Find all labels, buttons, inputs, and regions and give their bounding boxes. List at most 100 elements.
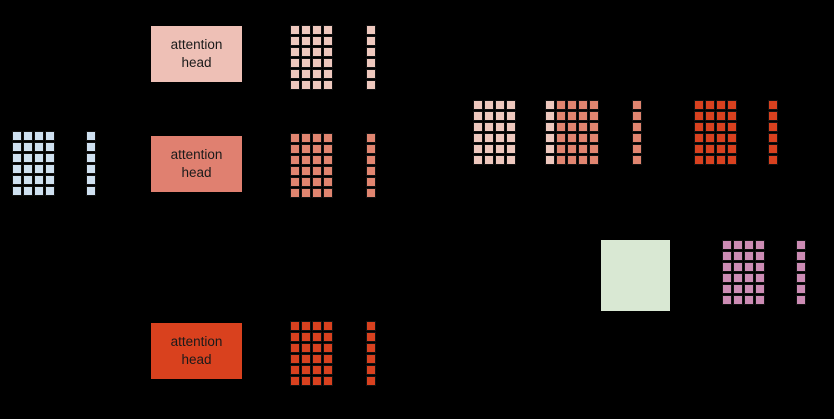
concat-matrix-light — [473, 100, 516, 165]
matrix-cell — [495, 133, 505, 143]
matrix-cell — [290, 36, 300, 46]
matrix-cell — [23, 175, 33, 185]
matrix-cell — [495, 111, 505, 121]
head1-output-matrix — [290, 25, 333, 90]
matrix-cell — [312, 166, 322, 176]
matrix-cell — [796, 273, 806, 283]
matrix-cell — [744, 295, 754, 305]
matrix-cell — [366, 177, 376, 187]
matrix-cell — [323, 58, 333, 68]
matrix-cell — [727, 100, 737, 110]
matrix-cell — [733, 251, 743, 261]
matrix-cell — [744, 240, 754, 250]
matrix-cell — [506, 122, 516, 132]
matrix-cell — [23, 186, 33, 196]
matrix-cell — [290, 47, 300, 57]
matrix-cell — [301, 36, 311, 46]
matrix-cell — [323, 69, 333, 79]
matrix-cell — [323, 332, 333, 342]
matrix-cell — [768, 133, 778, 143]
matrix-cell — [632, 144, 642, 154]
matrix-cell — [312, 376, 322, 386]
matrix-cell — [768, 144, 778, 154]
matrix-cell — [301, 25, 311, 35]
matrix-cell — [290, 155, 300, 165]
matrix-cell — [755, 273, 765, 283]
matrix-cell — [567, 100, 577, 110]
matrix-cell — [323, 365, 333, 375]
matrix-cell — [473, 144, 483, 154]
head3-output-column — [366, 321, 376, 386]
matrix-cell — [722, 262, 732, 272]
matrix-cell — [301, 376, 311, 386]
matrix-cell — [323, 376, 333, 386]
matrix-cell — [323, 25, 333, 35]
matrix-cell — [733, 295, 743, 305]
head2-output-matrix — [290, 133, 333, 198]
matrix-cell — [768, 155, 778, 165]
matrix-cell — [301, 58, 311, 68]
matrix-cell — [290, 166, 300, 176]
matrix-cell — [86, 164, 96, 174]
matrix-cell — [312, 58, 322, 68]
matrix-cell — [589, 100, 599, 110]
matrix-cell — [366, 188, 376, 198]
matrix-cell — [301, 69, 311, 79]
matrix-cell — [45, 131, 55, 141]
weight-matrix-box — [601, 240, 670, 311]
matrix-cell — [744, 251, 754, 261]
matrix-cell — [12, 142, 22, 152]
matrix-cell — [755, 284, 765, 294]
matrix-cell — [323, 188, 333, 198]
matrix-cell — [323, 155, 333, 165]
matrix-cell — [694, 155, 704, 165]
matrix-cell — [716, 111, 726, 121]
matrix-cell — [34, 186, 44, 196]
matrix-cell — [733, 240, 743, 250]
matrix-cell — [45, 175, 55, 185]
matrix-cell — [323, 133, 333, 143]
matrix-cell — [12, 175, 22, 185]
matrix-cell — [632, 122, 642, 132]
matrix-cell — [632, 133, 642, 143]
matrix-cell — [484, 155, 494, 165]
matrix-cell — [290, 25, 300, 35]
matrix-cell — [722, 240, 732, 250]
matrix-cell — [23, 142, 33, 152]
matrix-cell — [301, 354, 311, 364]
projected-output-matrix — [722, 240, 765, 305]
matrix-cell — [567, 133, 577, 143]
matrix-cell — [733, 273, 743, 283]
matrix-cell — [290, 365, 300, 375]
matrix-cell — [716, 100, 726, 110]
matrix-cell — [45, 142, 55, 152]
matrix-cell — [366, 144, 376, 154]
matrix-cell — [589, 144, 599, 154]
matrix-cell — [556, 100, 566, 110]
matrix-cell — [366, 25, 376, 35]
matrix-cell — [323, 80, 333, 90]
matrix-cell — [312, 343, 322, 353]
matrix-cell — [722, 251, 732, 261]
matrix-cell — [323, 177, 333, 187]
matrix-cell — [473, 100, 483, 110]
matrix-cell — [589, 133, 599, 143]
matrix-cell — [290, 321, 300, 331]
matrix-cell — [34, 131, 44, 141]
concat-column-mid — [632, 100, 642, 165]
concat-matrix-mid — [545, 100, 599, 165]
matrix-cell — [578, 155, 588, 165]
matrix-cell — [290, 188, 300, 198]
matrix-cell — [556, 155, 566, 165]
matrix-cell — [34, 164, 44, 174]
matrix-cell — [312, 47, 322, 57]
matrix-cell — [323, 166, 333, 176]
matrix-cell — [796, 284, 806, 294]
matrix-cell — [506, 133, 516, 143]
